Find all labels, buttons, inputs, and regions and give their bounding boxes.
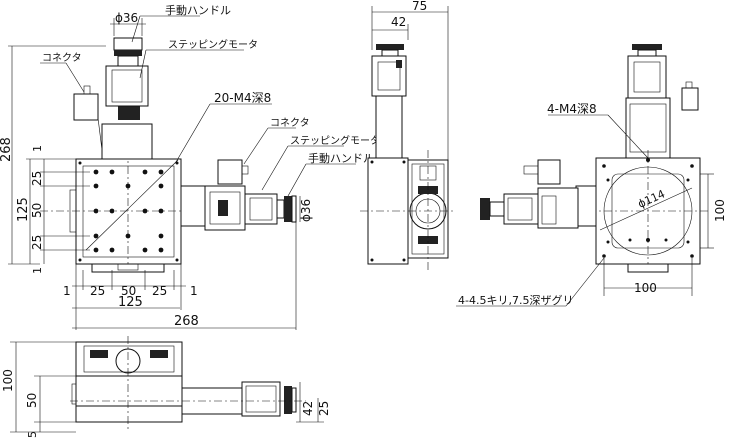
side-dim-42-label: 42 [391,15,406,29]
bottom-dim-100-label: 100 [1,369,15,392]
side-view: 42 75 [360,0,456,272]
manual-handle-y [113,37,143,51]
dim-268-v-label: 268 [0,137,14,162]
manual-handle-top-label: 手動ハンドル [165,3,231,17]
dim-50-v-label: 50 [30,203,44,218]
rear-tap-holes-label: 4-M4深8 [547,102,597,116]
handle-dia-right-label: ϕ36 [299,199,313,222]
dim-125-v-label: 125 [16,197,31,222]
dim-1-v-top-label: 1 [31,145,44,152]
manual-handle-x [291,195,297,223]
connector-right-label: コネクタ [270,117,310,129]
bottom-dim-42-label: 42 [301,401,315,416]
bottom-dim-50-label: 50 [25,393,39,408]
bottom-dim-5-label: 5 [26,431,39,438]
dim-125-h-label: 125 [118,295,143,310]
dim-268-h-label: 268 [174,314,199,329]
top-view: ϕ36 手動ハンドル ステッピングモータ コネクタ 20-M4深8 コネクタ ス… [0,3,380,330]
dim-25-h-right-label: 25 [152,284,167,298]
dim-1-h-left-label: 1 [63,284,71,298]
connector-x [217,159,243,185]
motor-body-y [101,123,153,160]
dim-1-v-bot-label: 1 [31,267,44,274]
tap-holes-label: 20-M4深8 [214,91,271,105]
bottom-dim-25-label: 25 [317,401,331,416]
front-elevation-view: 100 50 5 42 25 [1,336,331,438]
dim-25-v-top-label: 25 [30,171,44,186]
side-dim-75-label: 75 [412,0,427,13]
tap-hole-grid [78,161,179,262]
rear-tap-holes [602,158,694,258]
dim-25-h-left-label: 25 [90,284,105,298]
dim-1-h-right-label: 1 [190,284,198,298]
stage-plate [75,158,182,265]
dim-25-v-bot-label: 25 [30,235,44,250]
manual-handle-right-label: 手動ハンドル [308,151,374,165]
handle-dia-top-label: ϕ36 [115,11,138,25]
stepping-motor-top-label: ステッピングモータ [168,38,258,51]
rear-dim-100-v-label: 100 [713,199,727,222]
connector-y [73,93,99,121]
dim-50-h-label: 50 [121,284,136,298]
stepping-motor-right-label: ステッピングモータ [290,134,380,147]
rear-dim-100-h-label: 100 [634,281,657,295]
rear-view: 4-M4深8 ϕ114 100 100 4-4.5キリ,7.5深ザグリ [456,44,727,307]
connector-top-label: コネクタ [42,52,82,64]
mount-holes-label: 4-4.5キリ,7.5深ザグリ [458,293,573,307]
